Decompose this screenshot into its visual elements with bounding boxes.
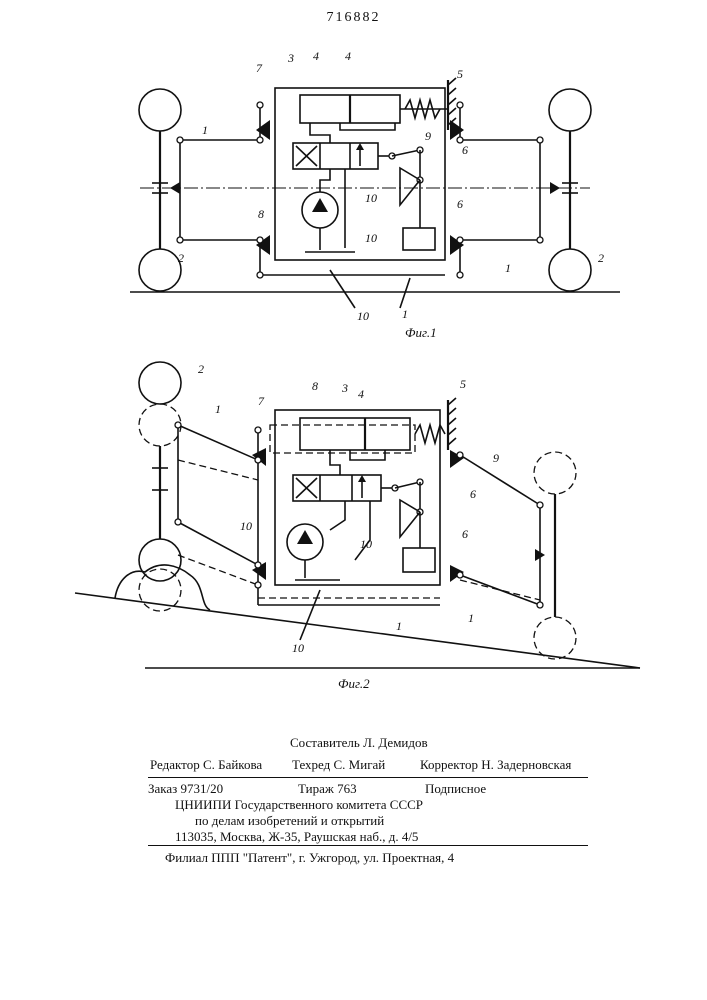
label-6: 6 (462, 143, 468, 157)
hydro-cylinder (300, 418, 410, 450)
label-10: 10 (357, 309, 369, 323)
label-4: 4 (345, 49, 351, 63)
label-10: 10 (292, 641, 304, 655)
label-3: 3 (341, 381, 348, 395)
label-9: 9 (493, 451, 499, 465)
right-top-wheel (534, 452, 576, 494)
branch-line: Филиал ППП "Патент", г. Ужгород, ул. Про… (165, 850, 454, 866)
right-top-wheel (549, 89, 591, 131)
techred-line: Техред С. Мигай (292, 757, 385, 773)
figure-1-caption: Фиг.1 (405, 325, 437, 340)
label-7: 7 (258, 394, 265, 408)
figure-2-drawing: 1 1 1 2 3 4 5 6 6 7 8 9 10 10 10 Фиг.2 (0, 350, 707, 710)
label-1: 1 (505, 261, 511, 275)
label-1: 1 (202, 123, 208, 137)
label-8: 8 (258, 207, 264, 221)
label-10: 10 (365, 231, 377, 245)
divider (148, 845, 588, 846)
left-top-wheel (139, 362, 181, 404)
left-top-wheel (139, 89, 181, 131)
compiler-line: Составитель Л. Демидов (290, 735, 428, 751)
left-bottom-wheel (139, 249, 181, 291)
editor-line: Редактор С. Байкова (150, 757, 262, 773)
label-10: 10 (240, 519, 252, 533)
label-6: 6 (457, 197, 463, 211)
label-1: 1 (396, 619, 402, 633)
label-4: 4 (358, 387, 364, 401)
label-10: 10 (360, 537, 372, 551)
label-5: 5 (457, 67, 463, 81)
circulation-line: Тираж 763 (298, 781, 357, 797)
label-4: 4 (313, 49, 319, 63)
label-9: 9 (425, 129, 431, 143)
subscription-line: Подписное (425, 781, 486, 797)
label-5: 5 (460, 377, 466, 391)
label-1: 1 (215, 402, 221, 416)
label-6: 6 (462, 527, 468, 541)
controller-box (403, 228, 435, 250)
right-bottom-wheel (534, 617, 576, 659)
controller-box (403, 548, 435, 572)
label-2: 2 (598, 251, 604, 265)
label-1: 1 (468, 611, 474, 625)
order-line: Заказ 9731/20 (148, 781, 223, 797)
figure-2-caption: Фиг.2 (338, 676, 370, 691)
org-line-2: по делам изобретений и открытий (195, 813, 384, 829)
patent-number: 716882 (0, 10, 707, 26)
right-bottom-wheel (549, 249, 591, 291)
label-10: 10 (365, 191, 377, 205)
figure-1-drawing: 1 1 1 2 2 3 4 4 5 6 6 7 8 9 10 10 10 Фиг… (0, 40, 707, 340)
divider (148, 777, 588, 778)
label-7: 7 (256, 61, 263, 75)
label-2: 2 (198, 362, 204, 376)
address-line: 113035, Москва, Ж-35, Раушская наб., д. … (175, 829, 418, 845)
label-3: 3 (287, 51, 294, 65)
org-line-1: ЦНИИПИ Государственного комитета СССР (175, 797, 423, 813)
corrector-line: Корректор Н. Задерновская (420, 757, 571, 773)
label-8: 8 (312, 379, 318, 393)
label-2: 2 (178, 251, 184, 265)
label-1: 1 (402, 307, 408, 321)
label-6: 6 (470, 487, 476, 501)
